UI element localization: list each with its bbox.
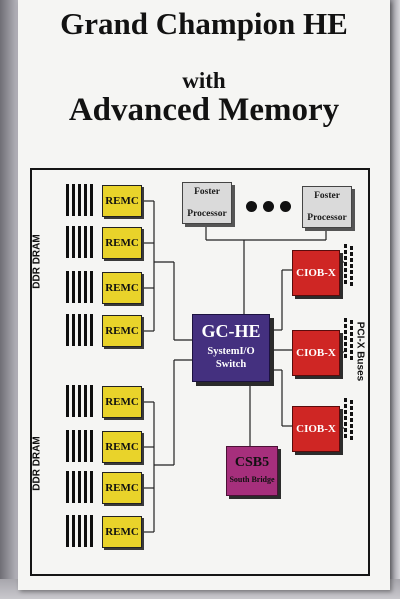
remc-block: REMC [102,185,142,217]
diagram-connections [140,200,344,533]
switch-subtitle-line1: SystemI/O [207,346,255,357]
remc-block: REMC [102,431,142,463]
dram-module-icon [66,226,94,258]
processor-right-line2: Processor [307,212,347,223]
ellipsis-dot-icon [263,201,274,212]
pci-bus-label: PCI-X Buses [354,321,366,382]
remc-block: REMC [102,516,142,548]
poster-title-line3: Advanced Memory [68,92,340,128]
poster-title-line1: Grand Champion HE [60,6,348,41]
poster-title-line2: with [182,68,226,93]
south-bridge-block: CSB5 South Bridge [226,446,278,496]
background-wall-left [0,0,18,599]
processor-right-line1: Foster [314,190,340,201]
south-bridge-subtitle: South Bridge [229,475,275,484]
pci-bus-connector-icon [344,398,347,438]
dram-module-icon [66,385,94,417]
dram-module-icon [66,184,94,216]
remc-block: REMC [102,315,142,347]
switch-subtitle: SystemI/O Switch [193,345,269,371]
processor-left-line1: Foster [194,186,220,197]
remc-block: REMC [102,227,142,259]
processor-left-line2: Processor [187,208,227,219]
ciob-block: CIOB-X [292,330,340,376]
remc-block: REMC [102,386,142,418]
processor-block-left: Foster Processor [182,182,232,224]
pci-bus-connector-icon [350,320,353,360]
south-bridge-name: CSB5 [234,455,270,470]
memory-label-bottom: DDR DRAM [31,436,43,491]
memory-label-top: DDR DRAM [31,234,43,289]
diagram-frame [30,168,370,576]
ellipsis-dot-icon [280,201,291,212]
switch-subtitle-line2: Switch [215,359,247,370]
ciob-block: CIOB-X [292,250,340,296]
dram-module-icon [66,515,94,547]
ellipsis-dot-icon [246,201,257,212]
pci-bus-connector-icon [344,244,347,284]
remc-block: REMC [102,472,142,504]
pci-bus-connector-icon [350,246,353,286]
dram-module-icon [66,314,94,346]
system-io-switch: GC-HE SystemI/O Switch [192,314,270,382]
dram-module-icon [66,430,94,462]
processor-block-right: Foster Processor [302,186,352,228]
dram-module-icon [66,471,94,503]
dram-module-icon [66,271,94,303]
pci-bus-connector-icon [350,400,353,440]
ciob-block: CIOB-X [292,406,340,452]
switch-name: GC-HE [201,321,261,341]
poster: Grand Champion HE with Advanced Memory [18,0,390,590]
remc-block: REMC [102,272,142,304]
pci-bus-connector-icon [344,318,347,358]
